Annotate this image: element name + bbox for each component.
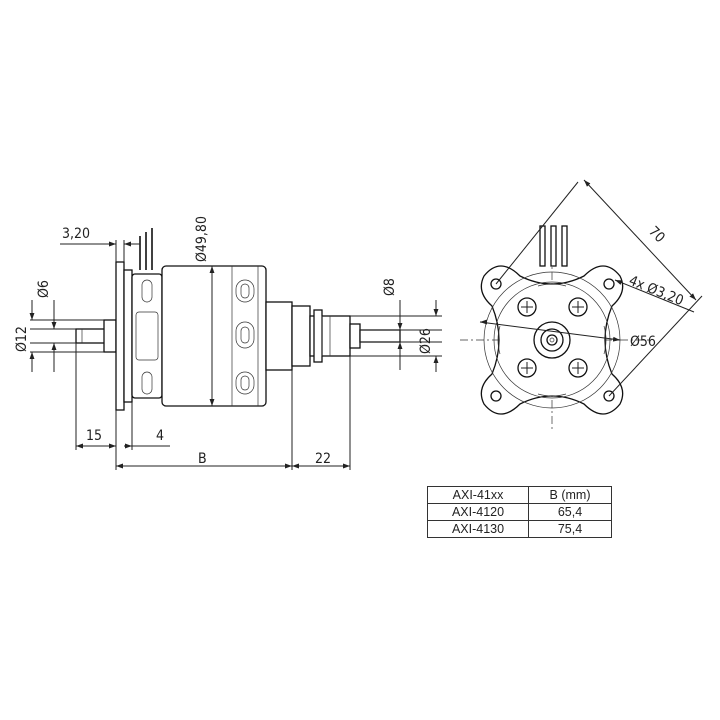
side-view [75,228,401,411]
dim-shaft-collar: Ø12 [14,326,30,352]
dim-prop-adapter: Ø26 [418,328,434,354]
dim-rear-shaft-length: 15 [86,428,102,444]
dim-flange-thickness: 3,20 [62,226,90,242]
table-row: AXI-4120 65,4 [427,503,612,521]
front-shaft [359,329,401,343]
dim-motor-diameter: Ø49,80 [194,216,210,262]
prop-nut [349,323,361,349]
front-view [460,225,650,430]
screw-hole-top-left [517,297,537,317]
side-dimensions: 3,20 Ø49,80 Ø6 Ø12 15 4 B 22 Ø8 Ø26 [14,216,442,470]
table-header-row: AXI-41xx B (mm) [427,486,612,504]
table-header-model: AXI-41xx [427,486,529,504]
dim-body-length: B [198,451,207,467]
table-cell-model: AXI-4130 [427,520,529,538]
dim-mount-span: 70 [645,224,668,247]
rear-collar [103,319,117,353]
table-cell-b: 75,4 [528,520,612,538]
screw-hole-bottom-left [517,358,537,378]
table-header-b: B (mm) [528,486,612,504]
stator-housing [131,273,163,399]
dim-front-length: 22 [315,451,331,467]
table-cell-b: 65,4 [528,503,612,521]
motor-bell [161,265,267,407]
table-row: AXI-4130 75,4 [427,520,612,538]
mount-flange [115,261,125,411]
dim-shaft-small: Ø6 [36,280,52,298]
front-hub [265,301,293,371]
dim-prop-shaft: Ø8 [382,278,398,296]
screw-hole-top-right [568,297,588,317]
screw-hole-bottom-right [568,358,588,378]
table-cell-model: AXI-4120 [427,503,529,521]
dim-flange-offset: 4 [156,428,164,444]
dim-mount-circle: Ø56 [630,334,656,350]
spec-table: AXI-41xx B (mm) AXI-4120 65,4 AXI-4130 7… [427,486,612,538]
dim-mount-holes: 4x Ø3,20 [627,273,686,309]
